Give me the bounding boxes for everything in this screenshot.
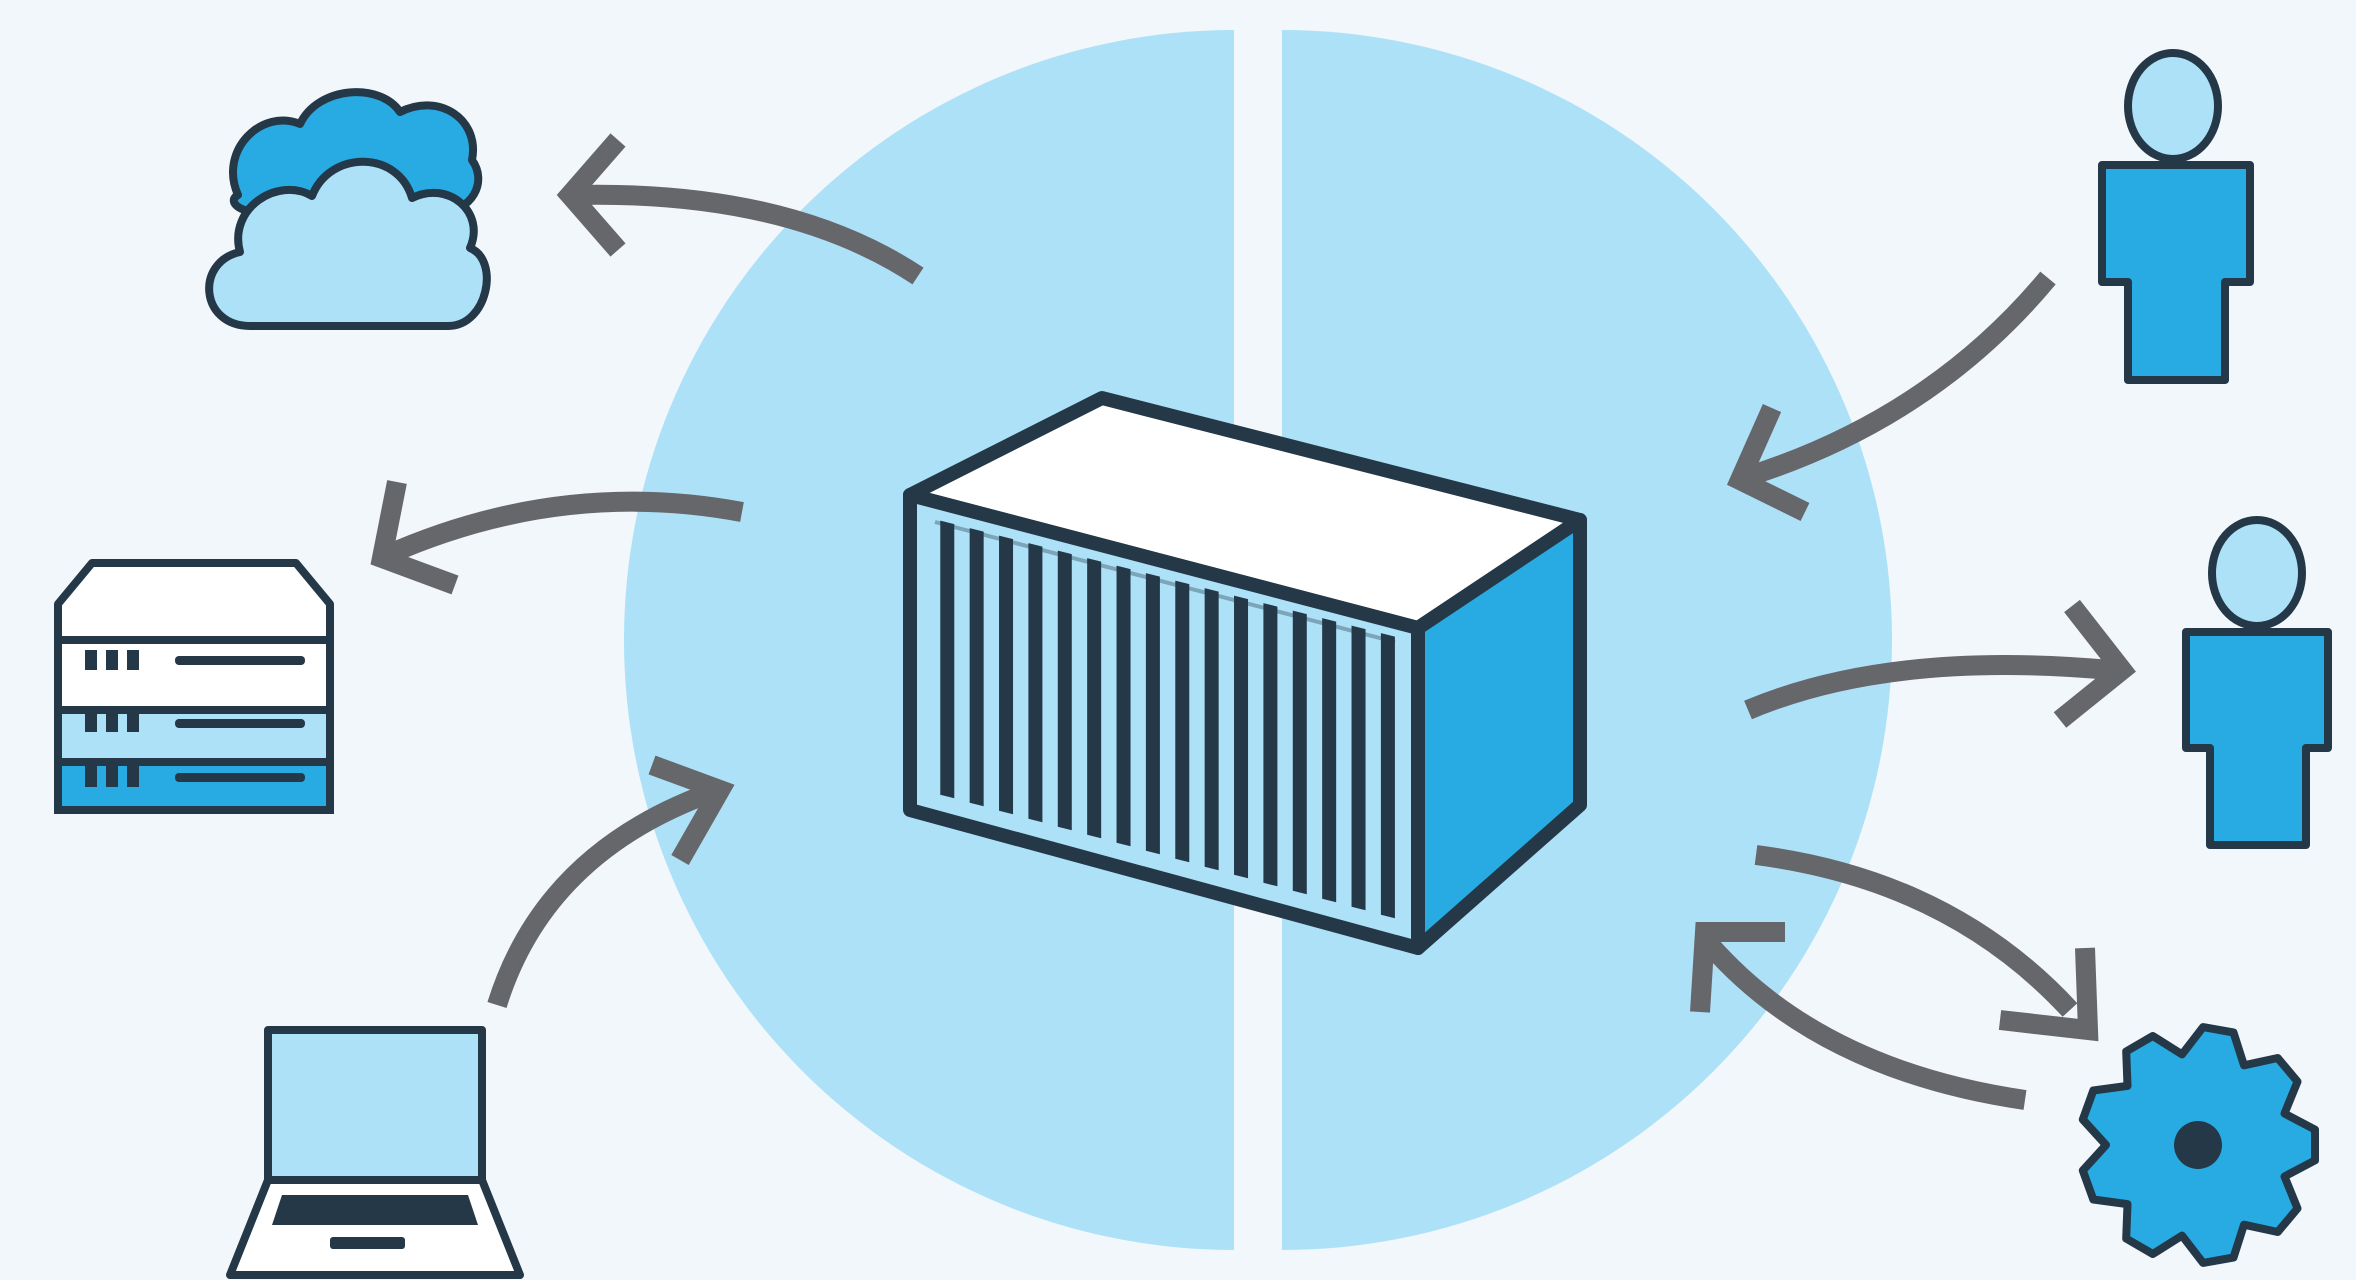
container-slot [1322, 618, 1337, 903]
container-slot [1145, 573, 1160, 855]
arrow-to-person-bottom [1744, 599, 2136, 728]
arrow-to-server [370, 480, 744, 595]
server-rack-icon [54, 559, 334, 814]
container-slot [1028, 543, 1043, 823]
container-slot [1057, 550, 1072, 831]
gear-icon [2078, 1023, 2319, 1267]
container-slot [1292, 610, 1307, 895]
arrow-to-gear [1754, 845, 2099, 1042]
container-corrugation [940, 520, 1395, 919]
arrow-to-cloud [556, 133, 924, 285]
container-slot [1351, 625, 1366, 911]
arrow-from-gear [1690, 922, 2027, 1110]
cloud-icon [205, 88, 491, 330]
container-slot [1116, 565, 1131, 847]
container-slot [1204, 588, 1219, 871]
container-slot [1234, 595, 1249, 879]
arrows [370, 133, 2136, 1110]
container-slot [1380, 633, 1395, 919]
container-slot [1263, 603, 1278, 887]
arrow-from-person-top [1726, 271, 2056, 521]
person-icon-bottom [2182, 516, 2332, 849]
container-slot [1175, 580, 1190, 863]
container-slot [940, 520, 955, 799]
person-icon-top [2098, 49, 2254, 384]
container-slot [1087, 558, 1102, 839]
shipping-container-icon [903, 391, 1587, 955]
container-slot [999, 535, 1014, 815]
laptop-icon [226, 1026, 524, 1279]
arrow-from-laptop [487, 755, 735, 1008]
container-slot [969, 528, 984, 807]
